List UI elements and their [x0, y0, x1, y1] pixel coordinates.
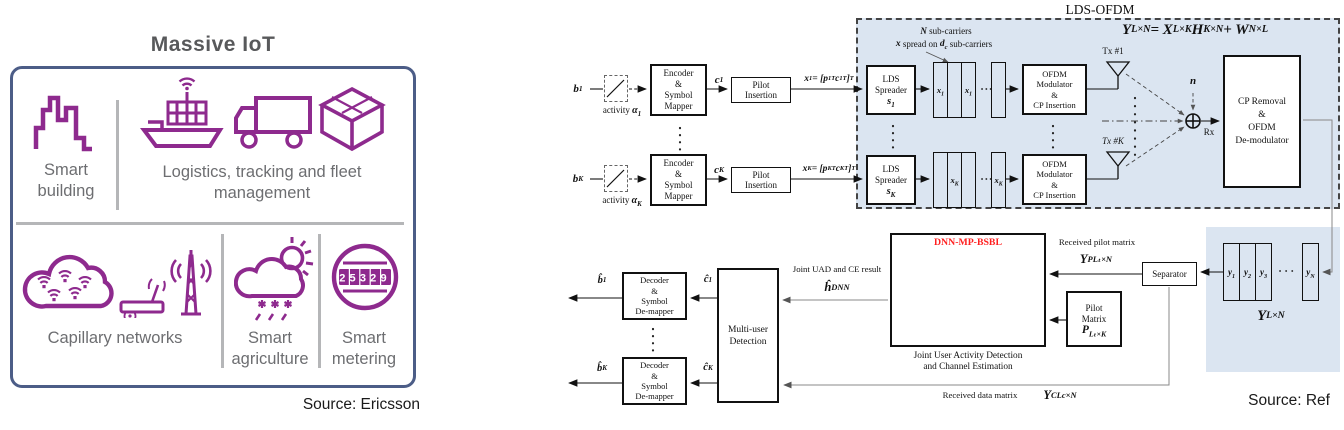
multi-user-detection-box: Multi-user Detection [717, 268, 779, 403]
cell-label-agriculture: Smart agriculture [231, 329, 309, 368]
smart-meter-icon: 25329 [331, 243, 399, 311]
tx-label-1: Tx #1 [1102, 46, 1124, 56]
activity-switch-K [604, 165, 628, 192]
noise-label: n [1189, 75, 1197, 87]
spread-slab: xK [947, 152, 962, 208]
subcarrier-note-line2: x spread on dc sub-carriers [895, 38, 993, 51]
cp-removal-box: CP Removal & OFDM De-modulator [1223, 55, 1301, 188]
spread-slab [961, 152, 976, 208]
received-matrix-region [1206, 227, 1340, 372]
cell-label-metering: Smart metering [331, 329, 397, 368]
encoder-box-1: Encoder & Symbol Mapper [650, 64, 707, 116]
received-slab-y1: y1 [1223, 243, 1240, 301]
decoder-box-K: Decoder & Symbol De-mapper [622, 357, 687, 405]
divider-vertical-1 [116, 100, 119, 210]
output-b-hat-1: b̂1 [597, 274, 607, 286]
massive-iot-figure: Massive IoT [0, 0, 430, 430]
cell-label-capillary: Capillary networks [47, 329, 183, 347]
decoder-box-1: Decoder & Symbol De-mapper [622, 272, 687, 320]
lds-spreader-box-1: LDS Spreader s1 [866, 65, 916, 115]
router-icon [119, 278, 166, 318]
received-slab-y2: y2 [1239, 243, 1256, 301]
lds-spreader-box-K: LDS Spreader sK [866, 155, 916, 205]
activity-label-1: activity α1 [602, 104, 642, 118]
received-slab-y3: y3 [1255, 243, 1272, 301]
received-pilot-caption: Received pilot matrix [1058, 236, 1136, 247]
dnn-caption: Joint User Activity Detection and Channe… [913, 350, 1023, 373]
pilot-insertion-box-1: Pilot Insertion [731, 77, 791, 103]
smart-agriculture-icon [234, 237, 314, 321]
pilot-insertion-box-K: Pilot Insertion [731, 167, 791, 193]
ofdm-modulator-box-1: OFDM Modulator & CP Insertion [1022, 64, 1087, 115]
sum-node-icon [1185, 113, 1201, 129]
package-box-icon [318, 86, 386, 152]
activity-switch-1 [604, 75, 628, 102]
activity-label-K: activity αK [602, 194, 642, 208]
received-slab-yN: yN [1302, 243, 1319, 301]
rx-label: Rx [1203, 127, 1215, 137]
cell-label-logistics: Logistics, tracking and fleet management [162, 163, 362, 202]
ofdm-modulator-box-K: OFDM Modulator & CP Insertion [1022, 154, 1087, 205]
region-title: LDS-OFDM [1065, 1, 1135, 17]
pilot-matrix-box: Pilot Matrix PLₜ×K [1066, 291, 1122, 347]
spread-slab: xK [991, 152, 1006, 208]
source-ref: Source: Ref [1248, 392, 1330, 409]
dnn-title: DNN-MP-BSBL [933, 237, 1003, 248]
divider-horizontal [16, 222, 404, 225]
spread-slab [947, 62, 962, 118]
spread-slab [933, 152, 948, 208]
divider-vertical-3 [318, 234, 321, 368]
encoder-box-K: Encoder & Symbol Mapper [650, 154, 707, 206]
spread-slab [991, 62, 1006, 118]
smart-building-icon [33, 95, 92, 152]
joint-result-caption: Joint UAD and CE result [792, 263, 882, 274]
dnn-box: DNN-MP-BSBL [890, 233, 1046, 347]
output-b-hat-K: b̂K [596, 362, 607, 374]
cell-label-smart-building: Smart building [37, 161, 95, 200]
received-data-caption: Received data matrix [942, 389, 1018, 400]
capillary-cloud-icon [22, 254, 114, 309]
tx-antenna-icons [1105, 61, 1131, 179]
divider-vertical-2 [221, 234, 224, 368]
tx-label-K: Tx #K [1102, 136, 1124, 146]
cargo-ship-icon [140, 77, 224, 148]
source-ericsson: Source: Ericsson [302, 396, 420, 413]
truck-icon [234, 96, 312, 149]
separator-box: Separator [1142, 262, 1197, 286]
radio-tower-icon [170, 250, 212, 316]
subcarrier-note-line1: N sub-carriers [920, 26, 972, 36]
spread-slab: x1 [961, 62, 976, 118]
meter-reading: 25329 [339, 273, 391, 285]
spread-slab: x1 [933, 62, 948, 118]
figure-title: Massive IoT [150, 33, 276, 56]
